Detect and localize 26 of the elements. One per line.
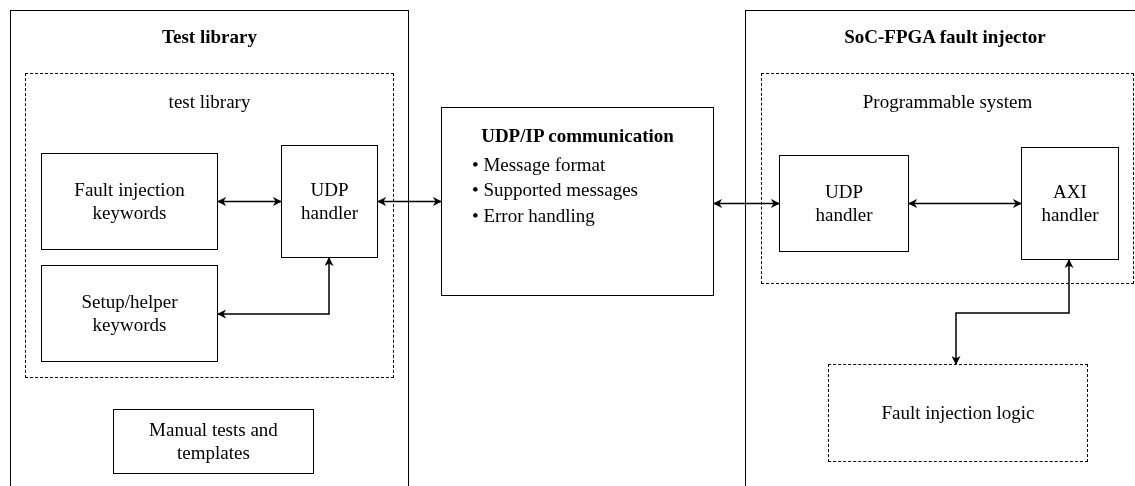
process-box: Manual tests and templates (113, 409, 314, 474)
container-box (10, 10, 409, 486)
double-arrow (908, 199, 1022, 208)
bullet-item: • Supported messages (472, 178, 639, 203)
group-title: Test library (162, 26, 257, 47)
process-box (441, 107, 714, 296)
box-title: UDP/IP communication (481, 124, 674, 148)
process-box: Setup/helper keywords (41, 265, 218, 362)
group-label: Programmable system (862, 91, 1033, 112)
double-arrow (217, 257, 334, 319)
container-box (745, 10, 1135, 486)
process-box: UDP handler (281, 145, 378, 258)
dashed-process-box: Fault injection logic (828, 364, 1088, 462)
dashed-group-box (25, 73, 394, 378)
group-title: SoC-FPGA fault injector (844, 26, 1046, 47)
bullet-item: • Message format (472, 152, 607, 177)
bullet-item: • Error handling (472, 204, 596, 229)
double-arrow (377, 197, 442, 206)
dashed-group-box (761, 73, 1134, 284)
process-box: AXI handler (1021, 147, 1119, 260)
group-label: test library (168, 91, 251, 112)
double-arrow (217, 197, 282, 206)
process-box: Fault injection keywords (41, 153, 218, 250)
double-arrow (713, 199, 780, 208)
double-arrow (951, 259, 1074, 365)
process-box: UDP handler (779, 155, 909, 252)
